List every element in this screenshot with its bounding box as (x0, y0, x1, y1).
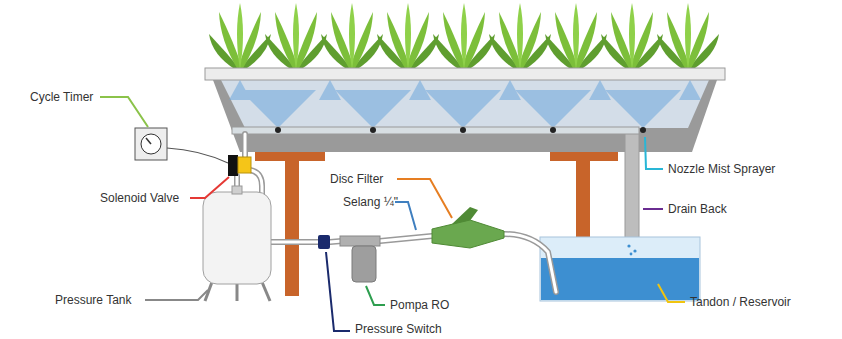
pressure-tank (203, 186, 271, 301)
water-drop (633, 249, 636, 252)
mist-spray (335, 90, 411, 128)
plant (601, 3, 663, 70)
mist-spray (425, 90, 501, 128)
mist-spray (229, 80, 251, 100)
mist-spray (605, 90, 681, 128)
solenoid-valve (228, 155, 238, 176)
water-drop (627, 244, 630, 247)
water-drop (630, 253, 633, 256)
leader-line (645, 137, 663, 169)
tube (504, 234, 556, 292)
trough-interior (221, 80, 709, 128)
table-leg (285, 160, 299, 296)
part-label: Pressure Switch (355, 322, 442, 336)
tube (244, 134, 247, 156)
mist-sprays (229, 80, 701, 128)
tank-leg (262, 282, 270, 301)
part-label: Disc Filter (330, 172, 383, 186)
ro-pump-head (340, 236, 380, 246)
plant (209, 3, 271, 70)
part-label: Nozzle Mist Sprayer (668, 162, 775, 176)
grow-panel (205, 68, 725, 80)
drain-pipe (625, 130, 639, 238)
tank-body (203, 192, 271, 284)
leader-line (658, 284, 685, 302)
part-label: Tandon / Reservoir (690, 295, 791, 309)
nozzle (275, 127, 281, 133)
mist-pipe (232, 127, 639, 134)
disc-filter (432, 220, 504, 248)
leader-lines (100, 97, 685, 331)
solenoid-valve (238, 157, 251, 173)
tubing (237, 134, 556, 292)
tank-valve (232, 186, 242, 194)
leader-line (395, 202, 416, 230)
leader-line (397, 179, 452, 218)
plant (489, 3, 551, 70)
part-label: Pompa RO (390, 298, 449, 312)
timer-needle (146, 138, 151, 144)
mist-spray (319, 80, 341, 100)
tank-leg (236, 282, 239, 301)
part-label: Cycle Timer (30, 90, 93, 104)
leader-line (326, 252, 350, 331)
tube (380, 236, 432, 241)
plant (433, 3, 495, 70)
plant (657, 3, 719, 70)
reservoir (540, 237, 700, 301)
mist-spray (499, 80, 521, 100)
leader-line (145, 290, 208, 300)
plant (265, 3, 327, 70)
part-label: Selang ¼" (343, 195, 398, 209)
mist-spray (515, 90, 591, 128)
plant (545, 3, 607, 70)
leader-line (190, 177, 229, 198)
nozzles (275, 127, 646, 133)
plant (377, 3, 439, 70)
reservoir-water (541, 258, 699, 300)
leader-line (366, 286, 385, 305)
tube (380, 236, 432, 241)
nozzle (460, 127, 466, 133)
trough (213, 80, 717, 152)
mist-spray (589, 80, 611, 100)
pressure-switch (318, 235, 330, 249)
cycle-timer (135, 128, 167, 160)
ro-pump-canister (352, 246, 376, 282)
part-label: Solenoid Valve (100, 191, 179, 205)
mist-spray (409, 80, 431, 100)
mist-spray (240, 90, 316, 128)
timer-wire (167, 148, 228, 163)
mist-spray (679, 80, 701, 100)
nozzle (370, 127, 376, 133)
tube (504, 234, 556, 292)
part-label: Pressure Tank (55, 293, 131, 307)
leader-line (643, 208, 663, 210)
part-label: Drain Back (668, 202, 727, 216)
leader-line (100, 97, 148, 127)
tube (242, 134, 248, 156)
timer-dial (141, 134, 161, 154)
nozzle (640, 127, 646, 133)
plants (209, 3, 719, 70)
plant (321, 3, 383, 70)
table-leg (576, 160, 590, 240)
nozzle (550, 127, 556, 133)
